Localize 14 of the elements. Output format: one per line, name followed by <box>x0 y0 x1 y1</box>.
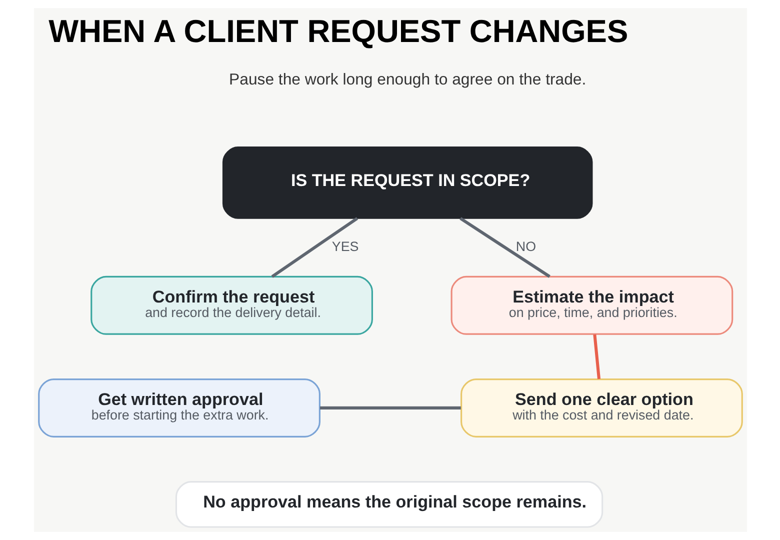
node-box: Confirm the request and record the delivery detail. <box>90 276 372 335</box>
node-box: IS THE REQUEST IN SCOPE? <box>222 146 592 219</box>
diagram-title: WHEN A CLIENT REQUEST CHANGES <box>48 13 628 50</box>
connector <box>459 217 550 278</box>
node-box: Send one clear option with the cost and revised date. <box>460 378 742 438</box>
connector <box>319 406 460 410</box>
connector <box>592 334 600 380</box>
connector <box>270 217 358 278</box>
node-box: Estimate the impact on price, time, and priorities. <box>450 276 733 335</box>
edge-label: YES <box>331 238 358 254</box>
node-box: No approval means the original scope remains. <box>174 481 603 528</box>
label: Pause the work long enough to agree on the trade. <box>228 71 586 88</box>
node-box: Get written approval before starting the extra work. <box>38 378 320 438</box>
edge-label: NO <box>515 238 536 254</box>
